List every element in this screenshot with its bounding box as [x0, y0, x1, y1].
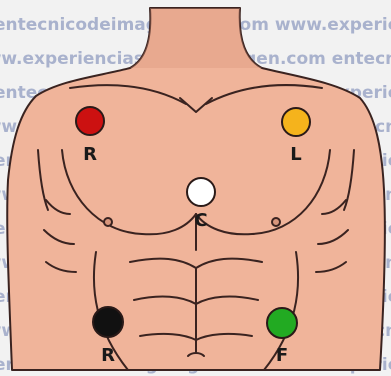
electrode-right-arm-dot — [76, 107, 104, 135]
electrode-right-leg-label: R — [101, 345, 115, 366]
left-nipple — [104, 218, 112, 226]
electrode-right-arm-label: R — [83, 144, 97, 165]
right-nipple — [272, 218, 280, 226]
electrode-chest-dot — [187, 178, 215, 206]
electrode-left-leg-dot — [267, 308, 297, 338]
electrode-left-arm-dot — [282, 108, 310, 136]
electrode-left-leg-label: F — [276, 345, 288, 366]
electrode-right-leg-dot — [93, 307, 123, 337]
electrode-left-arm-label: L — [290, 144, 301, 165]
electrode-chest-label: C — [194, 210, 207, 231]
